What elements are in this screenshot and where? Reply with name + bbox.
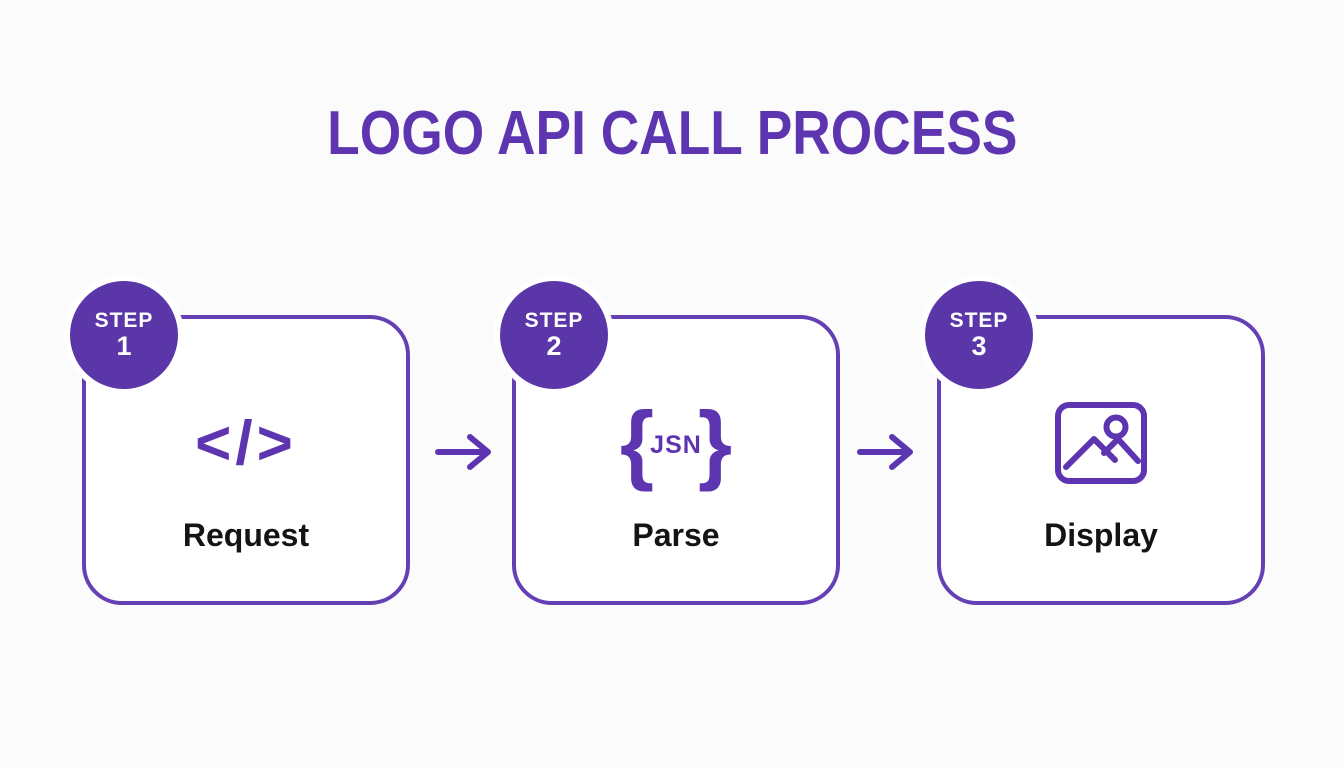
code-icon: </> xyxy=(195,408,297,478)
badge-step-number: 1 xyxy=(116,330,132,361)
step-1-icon-area: </> xyxy=(86,377,406,509)
step-3-label: Display xyxy=(1044,517,1158,553)
json-text: JSN xyxy=(650,430,702,459)
close-brace-glyph: } xyxy=(697,393,733,493)
step-1-label: Request xyxy=(182,517,310,553)
badge-step-number: 2 xyxy=(546,330,562,361)
badge-step-label: STEP xyxy=(94,308,154,332)
step-1-badge: STEP 1 xyxy=(70,281,178,389)
step-card-parse: STEP 2 { JSN } Parse xyxy=(500,281,840,605)
json-braces-icon: { JSN } xyxy=(619,393,733,493)
badge-step-label: STEP xyxy=(949,308,1009,332)
arrow-right-icon xyxy=(856,430,920,474)
step-2-badge: STEP 2 xyxy=(500,281,608,389)
step-2-icon-area: { JSN } xyxy=(516,377,836,509)
step-3-icon-area xyxy=(941,377,1261,509)
step-card-display: STEP 3 Display xyxy=(925,281,1265,605)
open-brace-glyph: { xyxy=(619,393,655,493)
badge-step-label: STEP xyxy=(524,308,584,332)
badge-step-number: 3 xyxy=(971,330,987,361)
arrow-right-icon xyxy=(434,430,498,474)
page-title: LOGO API CALL PROCESS xyxy=(326,99,1018,168)
step-3-badge: STEP 3 xyxy=(925,281,1033,389)
image-icon xyxy=(1055,402,1147,484)
step-2-label: Parse xyxy=(632,517,720,553)
step-card-request: STEP 1 </> Request xyxy=(70,281,410,605)
title-bar: LOGO API CALL PROCESS xyxy=(0,98,1344,169)
